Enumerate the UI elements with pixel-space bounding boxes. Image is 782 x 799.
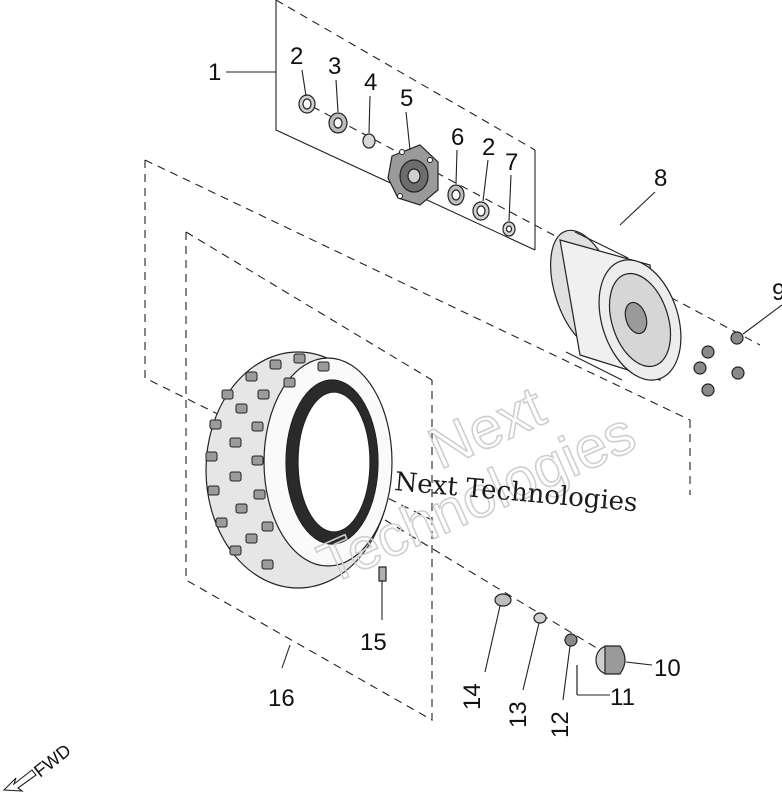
callout-13: 13 <box>505 701 532 728</box>
hub-cap <box>595 645 653 675</box>
forward-arrow-icon <box>2 769 37 792</box>
spacer <box>362 133 376 149</box>
valve-stem <box>378 566 387 620</box>
callout-2-outer-seal: 2 <box>482 134 495 161</box>
callout-14: 14 <box>459 683 486 710</box>
axis-line-upper <box>299 99 761 346</box>
hub-kit-bracket <box>226 0 536 251</box>
callout-8: 8 <box>654 165 667 192</box>
atv-tire <box>205 351 393 589</box>
callouts: 1 2 3 4 5 6 2 7 8 9 10 11 12 13 14 15 16 <box>208 43 782 738</box>
forward-label: FWD <box>30 740 75 781</box>
collar <box>502 221 516 237</box>
callout-2-seal: 2 <box>290 43 303 70</box>
castle-nut <box>562 633 578 701</box>
callout-3: 3 <box>328 53 341 80</box>
tire-bracket <box>144 159 691 721</box>
callout-6: 6 <box>451 124 464 151</box>
callout-1: 1 <box>208 59 221 86</box>
forward-direction-indicator: FWD <box>2 740 75 792</box>
lug-nuts <box>693 304 782 397</box>
bearing-inner <box>447 184 465 206</box>
callout-11: 11 <box>610 684 635 711</box>
callout-9: 9 <box>772 279 782 306</box>
callout-16: 16 <box>268 685 295 712</box>
cotter-pin <box>576 665 610 696</box>
bearing <box>328 112 348 134</box>
callout-15: 15 <box>360 629 387 656</box>
callout-5: 5 <box>400 85 413 112</box>
leader-lines <box>301 69 656 226</box>
callout-10: 10 <box>654 655 681 682</box>
washer-large <box>484 593 512 673</box>
wheel-hub <box>387 144 439 206</box>
oil-seal-outer <box>472 201 490 221</box>
callout-4: 4 <box>364 69 377 96</box>
oil-seal <box>298 94 316 114</box>
callout-7: 7 <box>505 149 518 176</box>
wheel-rim <box>550 229 682 381</box>
washer-small <box>522 612 547 691</box>
callout-12: 12 <box>547 711 574 738</box>
